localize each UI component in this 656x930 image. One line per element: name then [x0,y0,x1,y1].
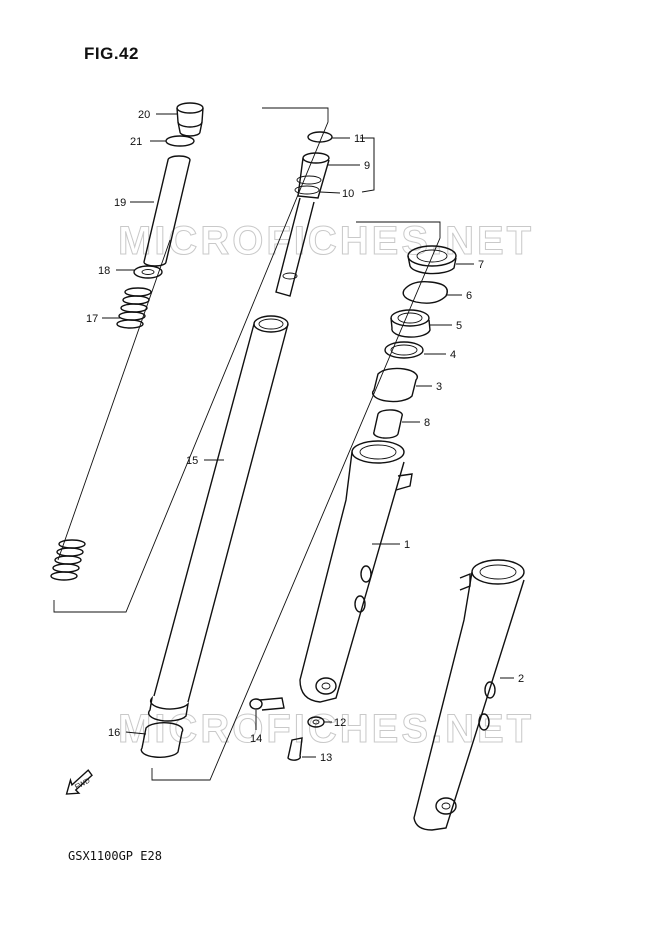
part-label: 5 [456,320,462,332]
inner-tube [147,315,289,722]
model-code: GSX1100GP E28 [68,849,162,863]
leader-lines [102,113,514,758]
part-label: 18 [98,265,110,277]
part-label: 1 [404,539,410,551]
bracket-left [53,107,329,613]
spacer-tube [143,155,191,267]
snap-ring [402,280,448,304]
part-label: 13 [320,752,332,764]
slide-bushing [140,722,184,758]
oil-lock-piece [373,409,403,439]
drain-screw [287,737,303,761]
part-label: 8 [424,417,430,429]
damper-rod [275,152,330,297]
cap-bolt [176,102,204,137]
part-label: 6 [466,290,472,302]
part-label: 14 [250,733,262,745]
watermark-top: MICROFICHES.NET [118,219,534,263]
outer-tube-left [299,440,413,703]
outer-tube-right [413,559,525,831]
spring-axis [57,239,171,561]
part-label: 15 [186,455,198,467]
part-labels: 20 21 19 18 17 15 16 11 9 10 7 6 5 4 3 8… [86,109,524,764]
part-label: 20 [138,109,150,121]
figure-title: FIG.42 [84,44,139,63]
part-label: 4 [450,349,456,361]
dust-seal [407,245,457,275]
fork-spring-top [116,287,152,329]
bolt [249,697,285,711]
piston-ring [307,131,333,143]
oil-seal [390,309,431,338]
guide-bushing [372,367,418,403]
fwd-label: FWD [74,778,91,792]
o-ring [165,135,195,147]
part-label: 17 [86,313,98,325]
part-label: 9 [364,160,370,172]
part-label: 10 [342,188,354,200]
part-label: 21 [130,136,142,148]
fork-spring-bottom [50,539,86,581]
part-label: 16 [108,727,120,739]
part-label: 19 [114,197,126,209]
fwd-arrow-icon: FWD [65,769,93,795]
part-label: 11 [354,133,365,145]
washer [133,265,163,279]
part-label: 12 [334,717,346,729]
part-label: 2 [518,673,524,685]
part-label: 7 [478,259,484,271]
bracket-right [151,221,441,781]
oil-seal-washer [384,341,424,359]
part-label: 3 [436,381,442,393]
